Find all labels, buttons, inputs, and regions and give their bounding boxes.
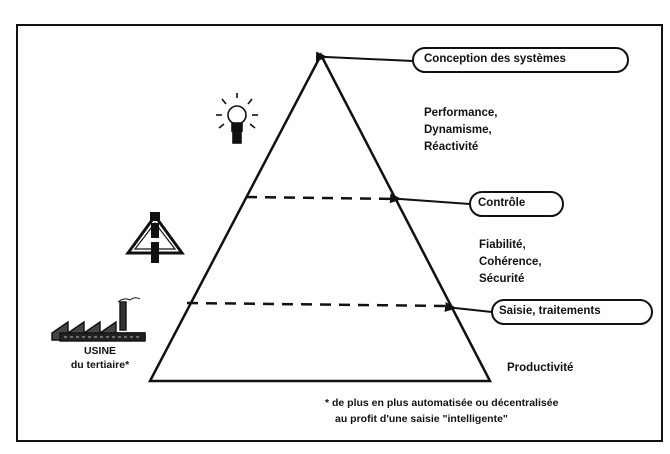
diagram-border bbox=[16, 24, 663, 442]
usine-line2: du tertiaire* bbox=[70, 359, 130, 371]
divider-controle bbox=[245, 195, 398, 201]
warning-triangle-icon bbox=[125, 212, 185, 263]
pyramid bbox=[147, 52, 493, 383]
factory-icon bbox=[51, 297, 146, 342]
quality-performance: Performance, bbox=[424, 107, 498, 119]
arrow-controle bbox=[389, 193, 471, 205]
quality-securite: Sécurité bbox=[479, 273, 525, 285]
qualities-conception: Performance, Dynamisme, Réactivité bbox=[424, 105, 498, 156]
quality-reactivite: Réactivité bbox=[424, 141, 479, 153]
quality-productivite: Productivité bbox=[507, 362, 574, 374]
footnote-line1: * de plus en plus automatisée ou décentr… bbox=[325, 397, 559, 409]
divider-saisie bbox=[186, 301, 451, 308]
usine-caption: USINE du tertiaire* bbox=[60, 344, 140, 372]
quality-fiabilite: Fiabilité, bbox=[479, 239, 526, 251]
qualities-saisie: Productivité bbox=[507, 360, 573, 377]
qualities-controle: Fiabilité, Cohérence, Sécurité bbox=[479, 237, 542, 288]
quality-coherence: Cohérence, bbox=[479, 256, 542, 268]
label-saisie: Saisie, traitements bbox=[499, 305, 601, 317]
label-conception: Conception des systèmes bbox=[424, 53, 566, 65]
label-box-conception bbox=[412, 47, 629, 73]
footnote: * de plus en plus automatisée ou décentr… bbox=[325, 395, 558, 427]
arrow-saisie bbox=[444, 301, 493, 313]
quality-dynamisme: Dynamisme, bbox=[424, 124, 492, 136]
footnote-line2: au profit d'une saisie "intelligente" bbox=[335, 413, 508, 425]
usine-line1: USINE bbox=[83, 345, 117, 357]
label-box-controle bbox=[469, 191, 564, 217]
label-controle: Contrôle bbox=[478, 197, 526, 209]
arrow-conception bbox=[315, 51, 414, 62]
lightbulb-icon bbox=[216, 93, 258, 144]
label-box-saisie bbox=[491, 299, 653, 325]
